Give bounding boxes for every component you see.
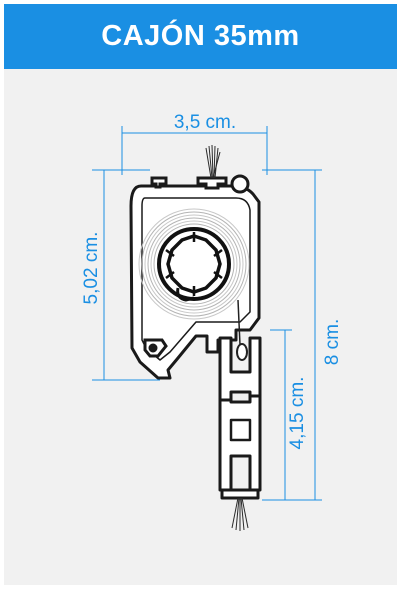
guide-height-dimension-label: 4,15 cm.	[287, 377, 308, 450]
slat-roll-outer	[138, 208, 250, 320]
guide-bottom-cap	[220, 488, 260, 500]
width-dimension-label: 3,5 cm.	[174, 112, 236, 133]
roller-hook	[176, 287, 195, 302]
strap-pulley	[236, 343, 248, 361]
slat-strap	[236, 299, 248, 361]
bottom-brush	[231, 497, 249, 531]
page-title: CAJÓN 35mm	[101, 20, 300, 52]
top-brush	[205, 144, 221, 179]
roller-octagonal-core	[166, 234, 222, 294]
title-banner: CAJÓN 35mm	[4, 4, 397, 69]
front-lip	[143, 338, 168, 358]
top-clip-left	[150, 176, 168, 189]
total-height-dimension-label: 8 cm.	[322, 319, 343, 365]
box-height-dimension-label: 5,02 cm.	[81, 232, 102, 305]
top-clip-right	[196, 176, 228, 190]
guide-lower-section	[229, 418, 252, 442]
roller-assembly	[138, 208, 250, 320]
top-clips	[150, 174, 250, 194]
guide-rail	[218, 336, 262, 500]
roller-inner-ribs	[165, 232, 223, 296]
top-hinge	[230, 174, 250, 194]
dimension-lines	[92, 126, 322, 501]
guide-channel	[218, 394, 262, 492]
